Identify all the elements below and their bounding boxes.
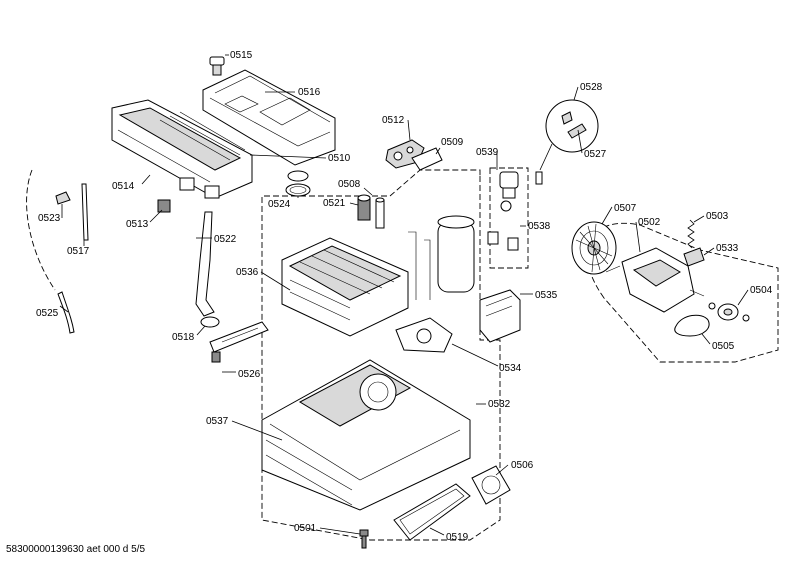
- part-0521-cylinder: [357, 194, 371, 221]
- label-0501: 0501: [294, 523, 317, 534]
- part-0515-knob: [209, 56, 225, 76]
- part-0533-bracket: [683, 247, 705, 267]
- leader-lines: [59, 54, 749, 536]
- part-0537-base-frame: [261, 359, 471, 511]
- label-0502: 0502: [638, 217, 661, 228]
- label-0514: 0514: [112, 181, 135, 192]
- label-0509: 0509: [441, 137, 464, 148]
- part-0518-grommet: [200, 316, 220, 328]
- label-0536: 0536: [236, 267, 259, 278]
- part-0516-condenser-tray: [202, 69, 336, 166]
- label-0519: 0519: [446, 532, 469, 543]
- label-0505: 0505: [712, 341, 735, 352]
- label-0516: 0516: [298, 87, 321, 98]
- label-0503: 0503: [706, 211, 729, 222]
- part-0507-fan-wheel: [571, 221, 617, 275]
- part-0519-gasket: [393, 483, 471, 541]
- label-0521: 0521: [323, 198, 346, 209]
- label-0538: 0538: [528, 221, 551, 232]
- part-0528-0527-detail: [535, 99, 599, 185]
- label-0513: 0513: [126, 219, 149, 230]
- part-0513-clip: [157, 199, 171, 213]
- label-0528: 0528: [580, 82, 603, 93]
- label-0507: 0507: [614, 203, 637, 214]
- part-0501-screw: [359, 529, 369, 549]
- part-0525-hose: [57, 291, 75, 334]
- part-drawings: [55, 56, 750, 549]
- label-0539: 0539: [476, 147, 499, 158]
- label-0527: 0527: [584, 149, 607, 160]
- part-0517-tube: [81, 183, 89, 241]
- part-0536-evaporator: [281, 237, 409, 337]
- label-0523: 0523: [38, 213, 61, 224]
- label-0504: 0504: [750, 285, 773, 296]
- part-0502-motor: [605, 247, 705, 313]
- label-0517: 0517: [67, 246, 90, 257]
- label-0526: 0526: [238, 369, 261, 380]
- part-0526-bracket: [209, 321, 269, 363]
- label-0508: 0508: [338, 179, 361, 190]
- part-0524-seal: [285, 183, 311, 197]
- label-0537: 0537: [206, 416, 229, 427]
- label-0524: 0524: [268, 199, 291, 210]
- part-0514-heat-exchanger: [111, 99, 253, 199]
- part-0504-pulley: [708, 302, 750, 322]
- part-0505-belt: [674, 314, 710, 337]
- part-0523-bracket: [55, 191, 71, 205]
- part-0538-valve-set: [487, 200, 519, 251]
- label-0533: 0533: [716, 243, 739, 254]
- part-0534-mounting-plate: [395, 317, 453, 353]
- label-0534: 0534: [499, 363, 522, 374]
- label-0515: 0515: [230, 50, 253, 61]
- label-0512: 0512: [382, 115, 405, 126]
- label-0522: 0522: [214, 234, 237, 245]
- part-0535-control-box: [479, 289, 521, 343]
- document-reference: 58300000139630 aet 000 d 5/5: [6, 544, 145, 555]
- part-0509-bracket: [411, 147, 443, 171]
- part-0510-ring: [287, 170, 309, 182]
- part-0503-spring: [687, 219, 695, 249]
- part-0508-pin: [375, 197, 385, 229]
- part-0506-fan: [471, 465, 511, 505]
- part-compressor: [408, 215, 475, 300]
- part-0539-valve: [499, 171, 519, 199]
- label-0506: 0506: [511, 460, 534, 471]
- label-0510: 0510: [328, 153, 351, 164]
- label-0518: 0518: [172, 332, 195, 343]
- part-labels: 0515 0516 0512 0509 0510 0514 0508 0524 …: [36, 50, 773, 543]
- label-0535: 0535: [535, 290, 558, 301]
- part-0522-hose: [195, 211, 215, 317]
- label-0525: 0525: [36, 308, 59, 319]
- label-0532: 0532: [488, 399, 511, 410]
